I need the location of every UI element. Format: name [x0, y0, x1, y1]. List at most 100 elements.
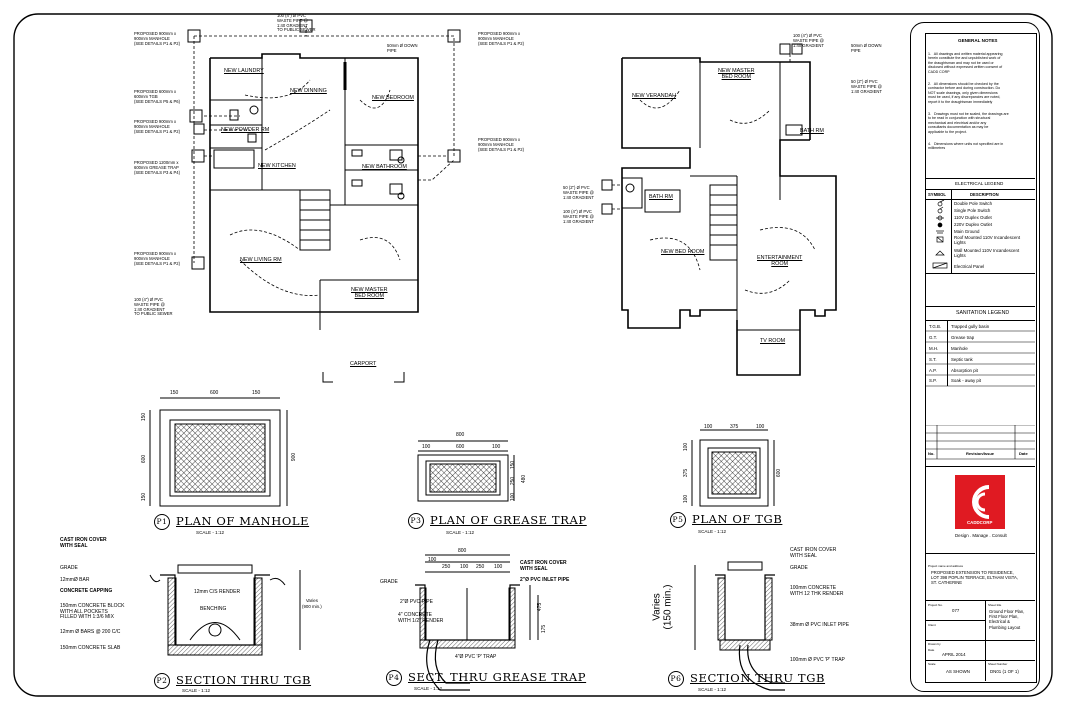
- revision-status-header: Revision/Issue: [966, 451, 995, 456]
- logo-red-square: [955, 475, 1005, 529]
- dimension-label: 900: [291, 452, 298, 462]
- detail-title-text: SECT. THRU GREASE TRAP: [408, 670, 587, 684]
- sheet-title: Ground Floor Plan, First Floor Plan, Ele…: [989, 609, 1025, 630]
- sanitation-desc: Manhole: [951, 346, 968, 351]
- divider: [925, 620, 985, 621]
- project-label: Project name and address: [928, 564, 964, 568]
- electrical-item: Main Ground: [954, 229, 980, 234]
- detail-badge: P6: [668, 671, 684, 687]
- scale-label: Scale: [928, 662, 936, 666]
- dimension-label: 150: [141, 412, 148, 422]
- symbol-header: SYMBOL: [928, 192, 946, 197]
- sanitation-code: M.H.: [929, 346, 939, 351]
- section-label: CONCRETE CAPPING: [60, 588, 113, 594]
- sanitation-code: G.T.: [929, 335, 938, 340]
- section-label: BENCHING: [200, 606, 227, 612]
- room-label: BATH RM: [800, 128, 824, 134]
- general-note: 4. Dimensions where units not specified …: [928, 142, 1004, 151]
- room-label: ENTERTAINMENT ROOM: [757, 255, 803, 267]
- dimension-label: 100: [492, 444, 501, 450]
- electrical-item: 110V Duplex Outlet: [954, 215, 992, 220]
- dimension-label: 100: [704, 424, 713, 430]
- dimension-label: 480: [521, 474, 528, 484]
- section-label: 2"Ø PVC PIPE: [400, 599, 433, 605]
- detail-title-text: SECTION THRU TGB: [176, 673, 312, 687]
- detail-title-p6: P6 SECTION THRU TGB: [668, 671, 825, 687]
- detail-scale: SCALE - 1:12: [414, 686, 443, 691]
- divider: [951, 189, 952, 273]
- date-value: APRIL 2014: [942, 652, 966, 657]
- dimension-label: 100: [683, 442, 690, 452]
- logo-name: CADDCORP: [967, 520, 993, 525]
- electrical-symbols-icon: [932, 200, 948, 269]
- detail-title-text: PLAN OF TGB: [692, 512, 783, 526]
- dimension-label: 250: [510, 476, 517, 486]
- section-label: CAST IRON COVER WITH SEAL: [60, 537, 107, 549]
- dimension-label: 100: [422, 444, 431, 450]
- client-label: Client: [928, 623, 936, 627]
- section-label: 150mm CONCRETE SLAB: [60, 645, 121, 651]
- room-label: NEW BEDROOM: [372, 95, 414, 101]
- plan-annotation: 100 (4") Ø PVC WASTE PIPE @ 1:40 GRADIEN…: [563, 209, 594, 224]
- section-label: GRADE: [380, 579, 398, 585]
- electrical-item: Roof Mounted 110V Incandescent Lights: [954, 235, 1021, 245]
- description-header: DESCRIPTION: [970, 192, 999, 197]
- title-block: [910, 22, 1040, 692]
- plan-annotation: 50mm Ø DOWN PIPE: [851, 43, 882, 53]
- dimension-label: 150: [510, 460, 517, 470]
- ground-floor-walls: [187, 19, 461, 383]
- divider: [985, 600, 986, 640]
- plan-annotation: 100 (4") Ø PVC WASTE PIPE @ 1:40 GRADIEN…: [134, 297, 173, 317]
- room-label: TV ROOM: [760, 338, 786, 344]
- divider: [925, 178, 1035, 179]
- detail-title-text: SECTION THRU TGB: [690, 671, 826, 685]
- sanitation-code: T.G.B.: [929, 324, 942, 329]
- general-note: 3. Drawings must not be scaled, the draw…: [928, 112, 1009, 134]
- general-notes-title: GENERAL NOTES: [958, 38, 998, 43]
- dimension-label: 150: [252, 390, 261, 396]
- section-label: 4"Ø PVC 'P' TRAP: [455, 654, 497, 660]
- room-label: NEW VERANDAH: [632, 93, 677, 99]
- sanitation-grid-lines: [925, 330, 1035, 387]
- logo-cc-icon: [972, 485, 990, 519]
- section-label: Varies (150 min.): [651, 584, 674, 630]
- room-label: NEW DINNING: [290, 88, 327, 94]
- plan-annotation: PROPOSED 1200mm x 600mm GREASE TRAP (SEE…: [134, 160, 181, 175]
- sanitation-desc: Septic tank: [951, 357, 973, 362]
- section-label: Varies (900 min.): [302, 598, 322, 609]
- divider: [925, 640, 1035, 641]
- electrical-item: Single Pole Switch: [954, 208, 991, 213]
- dimension-label: 150: [170, 390, 179, 396]
- dimension-label: 100: [510, 492, 517, 502]
- dimension-label: 100: [494, 564, 503, 570]
- dimension-label: 100: [460, 564, 469, 570]
- detail-title-text: PLAN OF MANHOLE: [176, 514, 310, 528]
- sheet-no: DN01 (1 OF 1): [990, 669, 1019, 674]
- project-text: PROPOSED EXTENSION TO RESIDENCE, LOT 398…: [931, 570, 1018, 585]
- project-no: 077: [952, 608, 960, 613]
- divider: [925, 189, 1035, 190]
- caddcorp-logo: CADDCORP Design . Manage . Consult: [925, 466, 1035, 554]
- sanitation-desc: Soak - away pit: [951, 378, 982, 383]
- sanitation-code: S.P.: [929, 378, 937, 383]
- section-label: 12mm C/S RENDER: [194, 589, 241, 595]
- plan-annotation: 100 (4") Ø PVC WASTE PIPE @ 1:40 GRADIEN…: [793, 33, 824, 48]
- divider: [925, 306, 1035, 307]
- room-label: NEW LIVING RM: [240, 257, 282, 263]
- plan-annotation: PROPOSED 900mm x 900mm MANHOLE (SEE DETA…: [134, 31, 181, 46]
- section-label: 38mm Ø PVC INLET PIPE: [790, 622, 850, 628]
- electrical-item: Electrical Panel: [954, 264, 985, 269]
- logo-tagline: Design . Manage . Consult: [955, 533, 1007, 538]
- dimension-label: 250: [442, 564, 451, 570]
- revision-date-header: Date: [1019, 451, 1028, 456]
- detail-badge: P5: [670, 512, 686, 528]
- sanitation-legend-title: SANITATION LEGEND: [956, 310, 1010, 316]
- electrical-item: Double Pole Switch: [954, 201, 993, 206]
- project-no-label: Project No.: [928, 603, 943, 607]
- detail-scale: SCALE - 1:12: [698, 529, 727, 534]
- sanitation-desc: Absorption pit: [951, 368, 978, 373]
- section-label: GRADE: [790, 565, 808, 571]
- sanitation-desc: Trapped gully basin: [951, 324, 990, 329]
